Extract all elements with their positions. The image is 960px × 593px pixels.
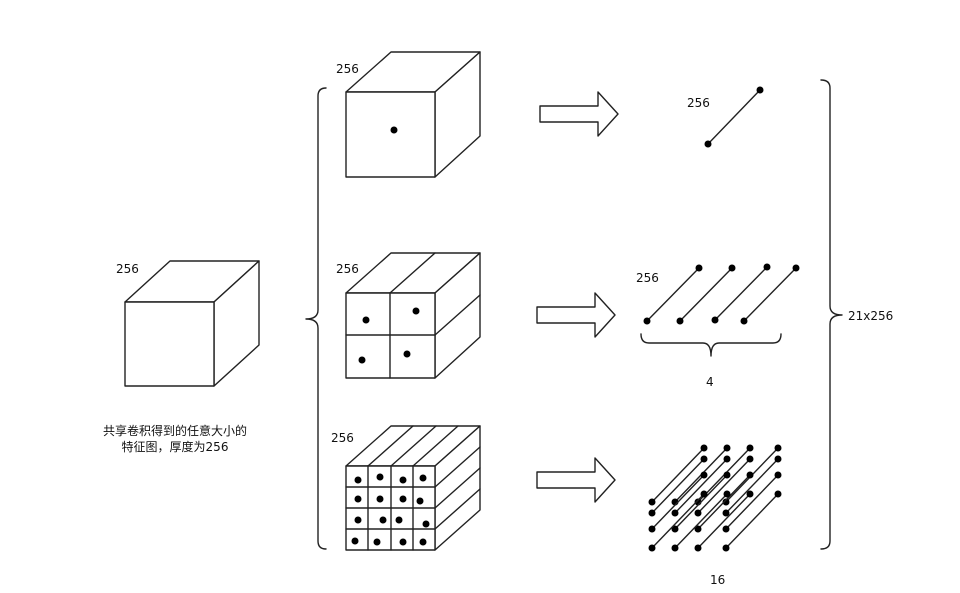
vector-end-dot xyxy=(722,498,730,506)
vector-end-dot xyxy=(774,444,782,452)
cell-dot xyxy=(358,356,366,364)
vector-end-dot xyxy=(648,544,656,552)
output-4x4-count-label: 16 xyxy=(710,573,725,587)
vector-end-dot xyxy=(700,490,708,498)
vector-end-dot xyxy=(694,509,702,517)
vector-end-dot xyxy=(671,544,679,552)
vector-end-dot xyxy=(700,444,708,452)
vector-end-dot xyxy=(648,525,656,533)
output-vector xyxy=(651,493,705,549)
vector-end-dot xyxy=(700,471,708,479)
vector-end-dot xyxy=(722,544,730,552)
vector-end-dot xyxy=(700,455,708,463)
output-total-label: 21x256 xyxy=(848,309,893,323)
output-1x1-depth-label: 256 xyxy=(687,96,710,110)
vector-end-dot xyxy=(648,498,656,506)
vector-end-dot xyxy=(722,509,730,517)
input-feature-cube xyxy=(124,260,260,387)
output-vector xyxy=(697,493,751,549)
input-caption: 共享卷积得到的任意大小的 特征图，厚度为256 xyxy=(80,423,270,455)
pool-cube-4x4 xyxy=(345,425,481,551)
cube-4x4-depth-label: 256 xyxy=(331,431,354,445)
vector-end-dot xyxy=(746,490,754,498)
output-vector xyxy=(651,474,705,530)
cell-dot xyxy=(390,126,398,134)
vector-end-dot xyxy=(746,471,754,479)
cell-dots-4x4 xyxy=(351,473,430,546)
vector-end-dot xyxy=(746,455,754,463)
arrow-right-icon xyxy=(536,457,616,503)
vector-end-dot xyxy=(723,455,731,463)
vector-end-dot xyxy=(671,509,679,517)
vector-end-dot xyxy=(723,471,731,479)
output-vector xyxy=(725,458,779,514)
output-vector xyxy=(651,458,705,514)
cell-dot xyxy=(403,350,411,358)
input-caption-line1: 共享卷积得到的任意大小的 xyxy=(102,424,247,438)
vector-end-dot xyxy=(694,544,702,552)
vector-end-dot xyxy=(774,455,782,463)
output-vector-1x1 xyxy=(704,86,764,148)
vector-end-dot xyxy=(774,471,782,479)
output-vector xyxy=(725,474,779,530)
vector-end-dot xyxy=(648,509,656,517)
output-vector xyxy=(674,458,728,514)
vector-end-dot xyxy=(694,525,702,533)
vector-end-dot xyxy=(722,525,730,533)
cube-1x1-depth-label: 256 xyxy=(336,62,359,76)
input-caption-line2: 特征图，厚度为256 xyxy=(121,440,229,454)
pool-cube-2x2 xyxy=(345,252,481,379)
output-vector xyxy=(674,493,728,549)
right-brace xyxy=(820,79,843,550)
output-2x2-count-label: 4 xyxy=(706,375,714,389)
output-vector xyxy=(697,458,751,514)
output-vector xyxy=(674,474,728,530)
vector-end-dot xyxy=(671,525,679,533)
input-depth-label: 256 xyxy=(116,262,139,276)
output-vector xyxy=(725,493,779,549)
cell-dot xyxy=(362,316,370,324)
output-vector xyxy=(651,447,705,503)
vector-end-dot xyxy=(723,444,731,452)
vector-end-dot xyxy=(746,444,754,452)
output-vectors-2x2 xyxy=(643,263,800,325)
cube-2x2-depth-label: 256 xyxy=(336,262,359,276)
output-vectors-4x4 xyxy=(648,444,782,552)
pool-cube-1x1 xyxy=(345,51,481,178)
arrow-right-icon xyxy=(539,91,619,137)
output-2x2-depth-label: 256 xyxy=(636,271,659,285)
vector-end-dot xyxy=(723,490,731,498)
vector-end-dot xyxy=(774,490,782,498)
arrow-right-icon xyxy=(536,292,616,338)
output-2x2-underbrace xyxy=(640,333,782,357)
left-brace xyxy=(305,87,327,550)
output-vector xyxy=(697,474,751,530)
cell-dot xyxy=(412,307,420,315)
